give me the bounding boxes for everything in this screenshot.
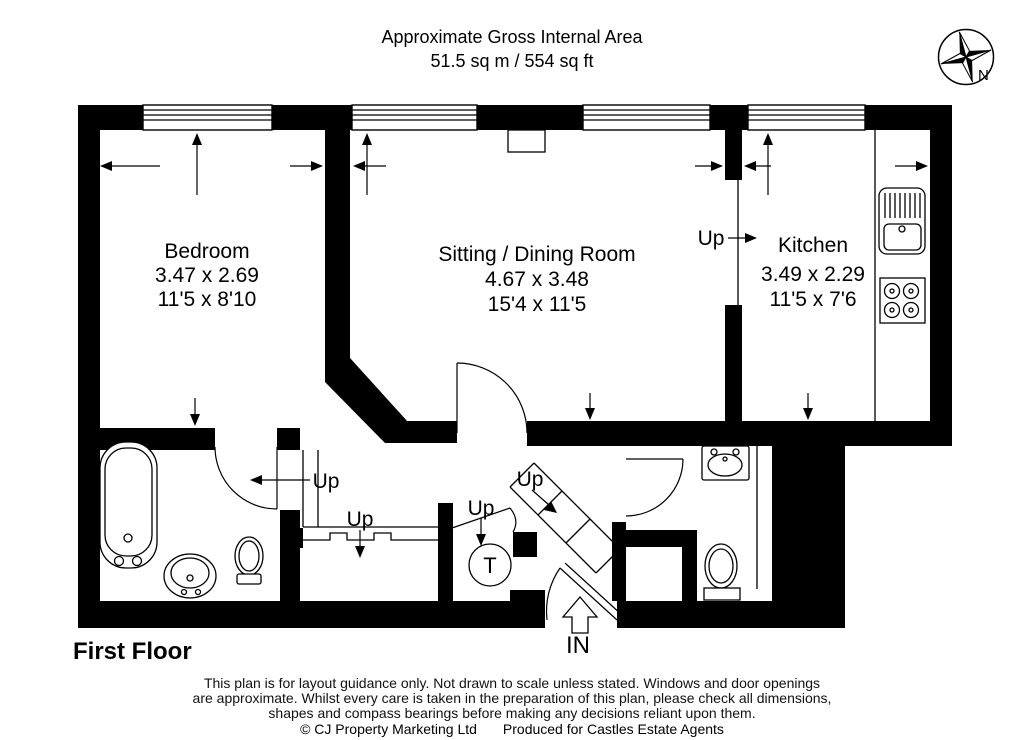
wc-basin [701,445,750,481]
up-label-kitchen: Up [698,227,725,250]
doors [214,362,684,621]
kitchen-counter [737,130,876,421]
water-tank: T [468,543,512,587]
bedroom-name: Bedroom [164,240,249,263]
credits-row: © CJ Property Marketing Ltd Produced for… [0,721,1024,737]
entrance-door [545,562,623,621]
window-bedroom [142,104,273,131]
bathtub [99,441,158,569]
compass-north-label: N [978,67,989,84]
chimney-breast [507,129,546,153]
bedroom-size-imperial: 11'5 x 8'10 [158,288,257,311]
bathroom-basin [163,553,217,599]
bathroom-toilet [234,536,264,585]
sitting-name: Sitting / Dining Room [438,243,635,266]
window-kitchen [747,104,866,131]
walls [78,105,952,628]
floor-label: First Floor [73,638,192,665]
entrance-label: IN [566,632,590,659]
sitting-size-metric: 4.67 x 3.48 [485,268,589,291]
disclaimer-line-3: shapes and compass bearings before makin… [268,705,756,721]
bedroom-size-metric: 3.47 x 2.69 [155,264,259,287]
wc-door [625,458,684,517]
sitting-size-imperial: 15'4 x 11'5 [488,293,587,316]
kitchen-size-metric: 3.49 x 2.29 [761,263,865,286]
kitchen-sink [878,187,926,255]
room-label-kitchen: Kitchen 3.49 x 2.29 11'5 x 7'6 [761,234,865,311]
dimension-arrows [100,133,928,426]
produced-for-text: Produced for Castles Estate Agents [502,721,724,737]
kitchen-name: Kitchen [778,234,848,257]
up-label-hall: Up [313,470,340,493]
copyright-text: © CJ Property Marketing Ltd [300,721,477,737]
disclaimer-line-1: This plan is for layout guidance only. N… [203,675,821,691]
entrance-arrow-icon [561,595,599,634]
window-sitting-left [351,104,478,131]
up-arrows [250,233,757,558]
window-sitting-right [582,104,711,131]
gross-internal-area: 51.5 sq m / 554 sq ft [430,51,594,71]
kitchen-size-imperial: 11'5 x 7'6 [769,288,856,311]
up-label-closet: Up [468,497,495,520]
sitting-room-door [456,362,528,434]
up-label-entrance-stairs: Up [517,468,544,491]
room-label-bedroom: Bedroom 3.47 x 2.69 11'5 x 8'10 [155,240,259,311]
compass-rose: N [937,28,995,86]
room-label-sitting-dining: Sitting / Dining Room 4.67 x 3.48 15'4 x… [438,243,635,316]
diagonal-staircase [509,462,621,574]
kitchen-hob [879,277,926,324]
windows [142,104,866,131]
tank-label: T [483,553,496,578]
disclaimer-line-2: are approximate. Whilst every care is ta… [192,690,832,706]
page-title: Approximate Gross Internal Area [381,27,643,47]
bathroom-door [214,446,278,510]
wc-toilet [703,543,741,601]
up-label-stairs: Up [347,508,374,531]
